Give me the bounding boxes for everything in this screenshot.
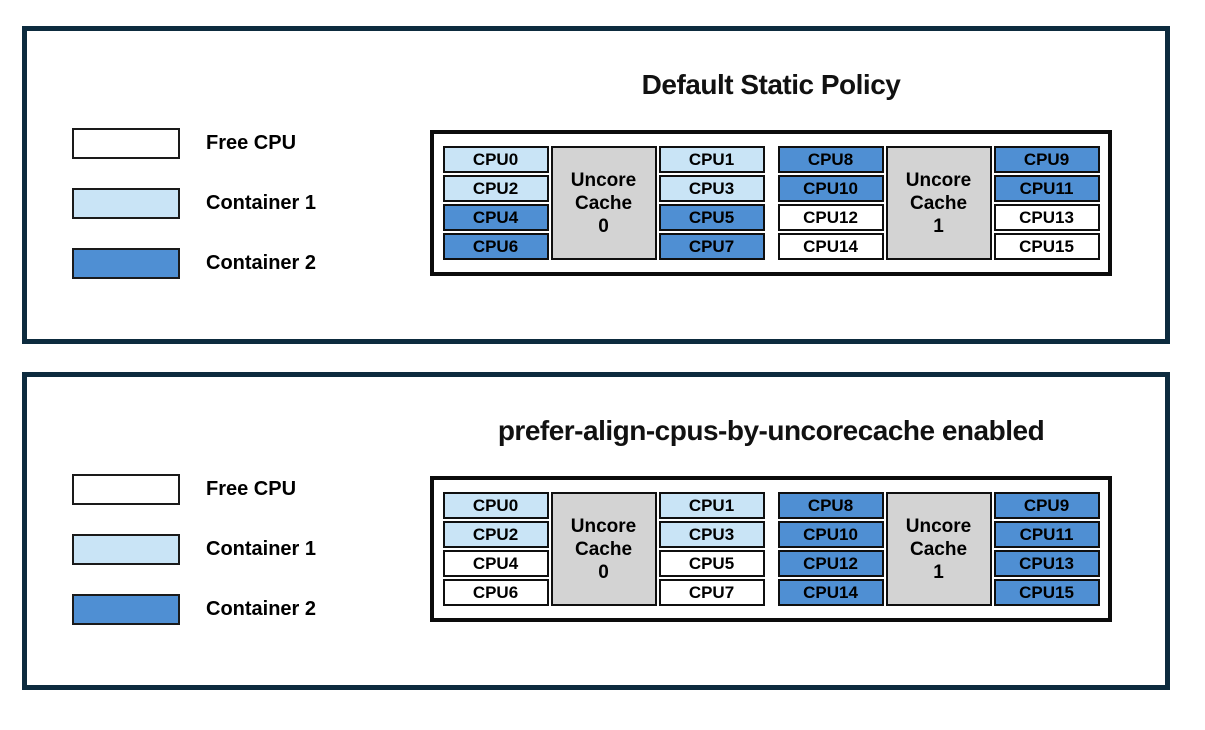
cpu-cell-cpu13: CPU13 xyxy=(993,550,1100,577)
legend-item-container2: Container 2 xyxy=(72,594,316,625)
legend-swatch-free-cpu xyxy=(72,474,180,505)
uncore-cache-label-line: 0 xyxy=(598,215,609,237)
cpu-cell-cpu6: CPU6 xyxy=(442,233,549,260)
legend-swatch-container1 xyxy=(72,188,180,219)
cpu-cell-cpu11: CPU11 xyxy=(993,175,1100,202)
legend-swatch-free-cpu xyxy=(72,128,180,159)
cpu-cell-cpu1: CPU1 xyxy=(658,146,765,173)
cpu-cell-cpu11: CPU11 xyxy=(993,521,1100,548)
cpu-cell-cpu15: CPU15 xyxy=(993,233,1100,260)
cpu-cell-cpu5: CPU5 xyxy=(658,550,765,577)
cpu-cell-cpu10: CPU10 xyxy=(777,521,884,548)
panel-title: prefer-align-cpus-by-uncorecache enabled xyxy=(497,415,1045,446)
cpu-cell-cpu9: CPU9 xyxy=(993,492,1100,519)
uncore-cache-label-line: Cache xyxy=(574,538,633,560)
legend-label: Container 2 xyxy=(206,598,317,620)
legend-swatch-container2 xyxy=(72,248,180,279)
uncore-cache-label-line: Uncore xyxy=(570,169,637,191)
cpu-cell-cpu1: CPU1 xyxy=(658,492,765,519)
uncore-cache-label-line: Uncore xyxy=(905,515,972,537)
panel-title: Default Static Policy xyxy=(641,69,901,100)
uncore-cache-label-line: Uncore xyxy=(570,515,637,537)
panel-prefer-align-cpus-by-uncorecache: prefer-align-cpus-by-uncorecache enabled… xyxy=(22,372,1170,690)
legend-item-free-cpu: Free CPU xyxy=(72,128,316,159)
cpu-cell-cpu13: CPU13 xyxy=(993,204,1100,231)
uncore-cache-label-line: Cache xyxy=(574,192,633,214)
cpu-cell-cpu10: CPU10 xyxy=(777,175,884,202)
legend-item-container1: Container 1 xyxy=(72,188,316,219)
uncore-cache-label-line: 0 xyxy=(598,561,609,583)
legend-label: Free CPU xyxy=(206,478,297,500)
cpu-cell-cpu6: CPU6 xyxy=(442,579,549,606)
cpu-cell-cpu14: CPU14 xyxy=(777,233,884,260)
cpu-cell-cpu0: CPU0 xyxy=(442,492,549,519)
cpu-cell-cpu4: CPU4 xyxy=(442,550,549,577)
legend-swatch-container1 xyxy=(72,534,180,565)
uncore-cache-label-line: Cache xyxy=(909,192,968,214)
uncore-cache-label-line: Uncore xyxy=(905,169,972,191)
cpu-cell-cpu7: CPU7 xyxy=(658,233,765,260)
legend-item-container2: Container 2 xyxy=(72,248,316,279)
cpu-cell-cpu15: CPU15 xyxy=(993,579,1100,606)
cpu-cell-cpu3: CPU3 xyxy=(658,521,765,548)
cpu-cell-cpu8: CPU8 xyxy=(777,492,884,519)
cpu-cell-cpu9: CPU9 xyxy=(993,146,1100,173)
cpu-cell-cpu7: CPU7 xyxy=(658,579,765,606)
cpu-cell-cpu4: CPU4 xyxy=(442,204,549,231)
legend-item-free-cpu: Free CPU xyxy=(72,474,316,505)
cpu-cell-cpu2: CPU2 xyxy=(442,175,549,202)
uncore-cache-label-line: 1 xyxy=(933,561,944,583)
panel-default-static-policy: Default Static Policy Free CPU Container … xyxy=(22,26,1170,344)
legend-label: Free CPU xyxy=(206,132,297,154)
cpu-cell-cpu14: CPU14 xyxy=(777,579,884,606)
legend: Free CPU Container 1 Container 2 xyxy=(72,474,316,625)
legend-swatch-container2 xyxy=(72,594,180,625)
uncore-cache-label-line: 1 xyxy=(933,215,944,237)
cpu-cell-cpu8: CPU8 xyxy=(777,146,884,173)
legend-label: Container 2 xyxy=(206,252,317,274)
cpu-cell-cpu12: CPU12 xyxy=(777,204,884,231)
cpu-cell-cpu5: CPU5 xyxy=(658,204,765,231)
cpu-cell-cpu12: CPU12 xyxy=(777,550,884,577)
legend: Free CPU Container 1 Container 2 xyxy=(72,128,316,279)
uncore-cache-label-line: Cache xyxy=(909,538,968,560)
legend-label: Container 1 xyxy=(206,538,317,560)
cpu-cell-cpu2: CPU2 xyxy=(442,521,549,548)
legend-label: Container 1 xyxy=(206,192,317,214)
legend-item-container1: Container 1 xyxy=(72,534,316,565)
cpu-cell-cpu3: CPU3 xyxy=(658,175,765,202)
cpu-cell-cpu0: CPU0 xyxy=(442,146,549,173)
